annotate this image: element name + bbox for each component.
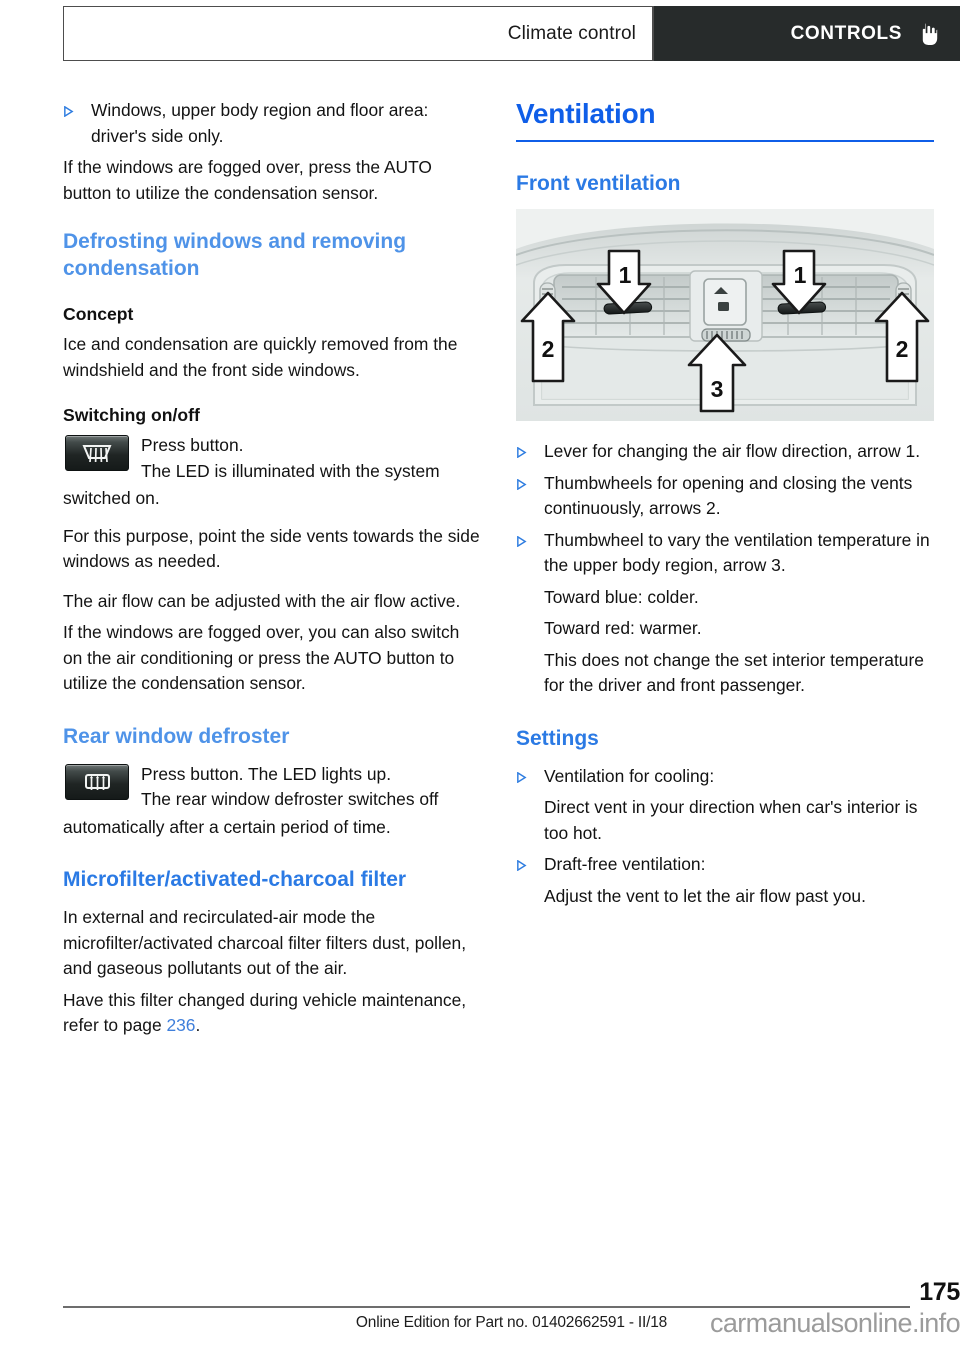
- paragraph-air-flow: The air flow can be adjusted with the ai…: [63, 590, 461, 611]
- list-item: Thumbwheels for opening and closing the …: [516, 471, 934, 522]
- heading-underline: [516, 140, 934, 142]
- pointing-hand-icon: [916, 21, 938, 47]
- page-footer: 175 Online Edition for Part no. 01402662…: [63, 1278, 960, 1338]
- list-item-text: Windows, upper body region and floor are…: [91, 100, 429, 146]
- page-number: 175: [919, 1278, 960, 1306]
- callout-arrow-2-left: 2: [520, 291, 576, 383]
- sub-line-no-change: This does not change the set interior te…: [544, 649, 924, 696]
- paragraph-filter-change: Have this filter changed during vehicle …: [63, 988, 481, 1039]
- header-chapter-label: Climate control: [507, 22, 636, 44]
- rear-auto-off-rest: automatically after a certain period of …: [63, 816, 391, 837]
- paragraph-concept: Ice and condensation are quickly removed…: [63, 334, 458, 380]
- callout-arrow-3-center: 3: [687, 333, 747, 413]
- windshield-led-text-first-line: The LED is illuminated with the system: [141, 460, 440, 481]
- heading-defrosting-windows: Defrosting windows and removing condensa…: [63, 230, 407, 280]
- paragraph-fogged-windows: If the windows are fogged over, you can …: [63, 622, 460, 693]
- callout-arrow-1-right: 1: [771, 249, 827, 315]
- windshield-defroster-button-icon: [65, 435, 129, 471]
- svg-text:3: 3: [711, 376, 724, 402]
- list-item: Lever for changing the air flow directio…: [516, 439, 934, 465]
- site-watermark: carmanualsonline.info: [709, 1308, 960, 1338]
- windshield-defroster-row: Press button. The LED is illuminated wit…: [63, 433, 481, 484]
- list-item-text: Draft-free ventilation:: [544, 854, 706, 874]
- list-item: Draft-free ventilation:: [516, 852, 934, 878]
- page-reference-link[interactable]: 236: [166, 1015, 196, 1035]
- svg-text:1: 1: [619, 262, 632, 288]
- rear-auto-off-first-line: The rear window defroster switches off: [141, 789, 439, 809]
- triangle-bullet-icon: [63, 98, 91, 149]
- callout-arrow-2-right: 2: [874, 291, 930, 383]
- header-section-label: CONTROLS: [790, 22, 902, 44]
- paragraph-microfilter: In external and recirculated-air mode th…: [63, 907, 467, 978]
- paragraph-side-vents: For this purpose, point the side vents t…: [63, 525, 480, 572]
- filter-change-text-pre: Have this filter changed during vehicle …: [63, 989, 467, 1036]
- heading-microfilter: Microfilter/activated-charcoal filter: [63, 868, 407, 891]
- list-item-text: Thumbwheels for opening and closing the …: [544, 472, 913, 519]
- front-dashboard-vents-illustration: 1 1 2 2 3: [516, 209, 934, 421]
- settings-detail-cooling: Direct vent in your direction when car's…: [544, 797, 918, 843]
- rear-press-button-text: Press button. The LED lights up.: [141, 763, 392, 784]
- triangle-bullet-icon: [516, 528, 544, 579]
- svg-text:2: 2: [896, 336, 909, 362]
- triangle-bullet-icon: [516, 852, 544, 878]
- filter-change-text-post: .: [195, 1015, 201, 1035]
- windshield-press-button-text: Press button.: [141, 435, 244, 455]
- windshield-led-text-rest: switched on.: [63, 488, 160, 508]
- paragraph-auto-button: If the windows are fogged over, press th…: [63, 157, 432, 203]
- left-column: Windows, upper body region and floor are…: [63, 98, 481, 1045]
- sub-line-toward-red: Toward red: warmer.: [544, 618, 702, 638]
- svg-text:1: 1: [794, 262, 807, 288]
- list-item: Thumbwheel to vary the ventilation tempe…: [516, 528, 934, 579]
- list-item: Ventilation for cooling:: [516, 764, 934, 790]
- footer-divider: [63, 1306, 910, 1308]
- heading-front-ventilation: Front ventilation: [516, 172, 681, 195]
- rear-window-defroster-button-icon: [65, 763, 129, 800]
- right-column: Ventilation Front ventilation: [516, 98, 934, 915]
- header-section-box: CONTROLS: [654, 6, 960, 61]
- heading-concept: Concept: [63, 304, 134, 324]
- list-item-text: Ventilation for cooling:: [544, 765, 715, 786]
- list-item-text: Thumbwheel to vary the ventilation tempe…: [544, 529, 930, 576]
- triangle-bullet-icon: [516, 439, 544, 465]
- svg-text:2: 2: [542, 336, 555, 362]
- list-item: Windows, upper body region and floor are…: [63, 98, 481, 149]
- triangle-bullet-icon: [516, 471, 544, 522]
- list-item-text: Lever for changing the air flow directio…: [544, 441, 921, 461]
- heading-settings: Settings: [516, 726, 599, 750]
- heading-switching-on-off: Switching on/off: [63, 405, 200, 425]
- settings-detail-draft-free: Adjust the vent to let the air flow past…: [544, 885, 866, 906]
- footer-edition-text: Online Edition for Part no. 01402662591 …: [355, 1314, 668, 1331]
- page-header: Climate control CONTROLS: [63, 6, 960, 61]
- header-chapter-box: Climate control: [63, 6, 654, 61]
- triangle-bullet-icon: [516, 764, 544, 790]
- sub-line-toward-blue: Toward blue: colder.: [544, 586, 699, 607]
- heading-rear-window-defroster: Rear window defroster: [63, 724, 290, 748]
- callout-arrow-1-left: 1: [596, 249, 652, 315]
- heading-ventilation: Ventilation: [516, 98, 656, 129]
- rear-defroster-row: Press button. The LED lights up. The rea…: [63, 762, 481, 813]
